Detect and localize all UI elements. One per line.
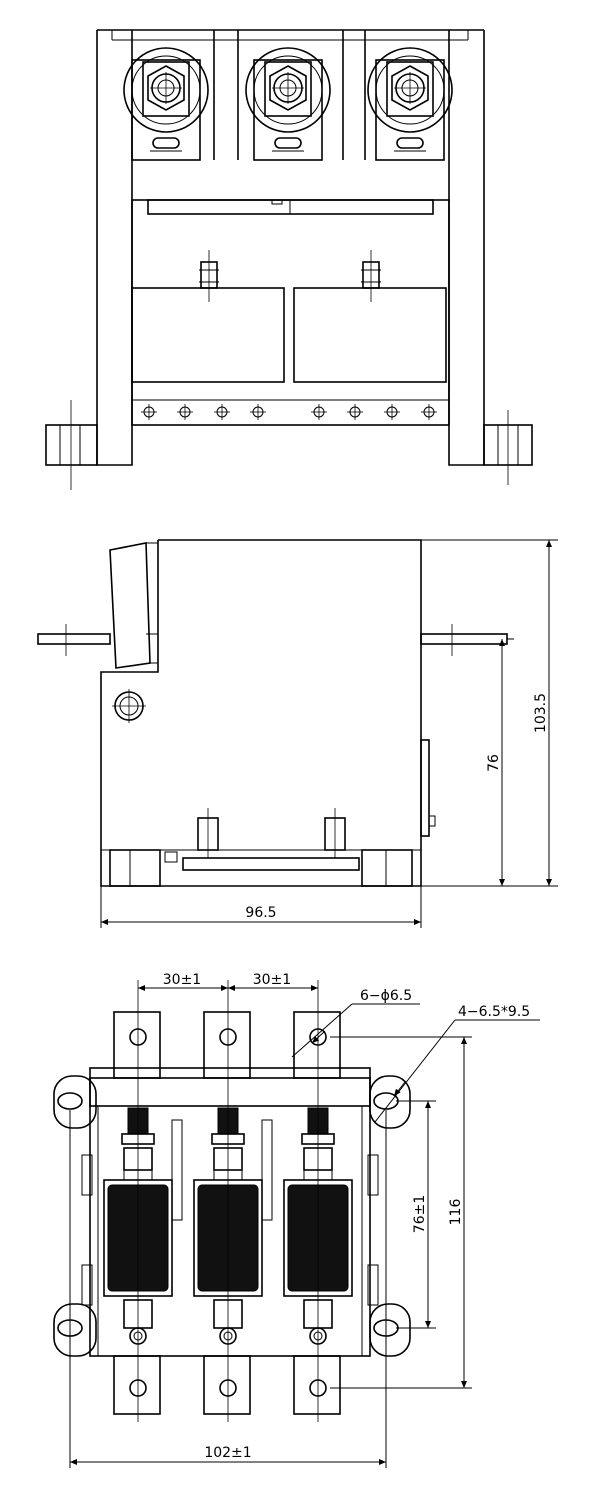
pole-3 (283, 980, 353, 1422)
pitch-dimension-label-2: 30±1 (253, 972, 291, 988)
screw-row (141, 404, 437, 420)
top-view (45, 29, 533, 490)
width-dimension-label: 102±1 (204, 1445, 251, 1461)
mount-height-dimension-label: 76 (486, 754, 502, 772)
coil-right (293, 250, 447, 383)
height-dimension-label: 103.5 (533, 693, 549, 733)
total-height-dimension-label: 116 (448, 1199, 464, 1226)
terminal-1 (123, 47, 209, 161)
pole-2 (193, 980, 273, 1422)
coil-left (131, 250, 285, 383)
bottom-view: 30±1 30±1 6−ϕ6.5 4−6.5*9.5 116 76±1 102±… (53, 972, 540, 1468)
hole-callout-label: 6−ϕ6.5 (360, 988, 412, 1004)
slot-callout-label: 4−6.5*9.5 (458, 1004, 530, 1020)
length-dimension-label: 96.5 (245, 905, 276, 921)
terminal-2 (245, 47, 331, 161)
pole-1 (103, 980, 183, 1422)
terminal-3 (367, 47, 453, 161)
pitch-dimension-label-1: 30±1 (163, 972, 201, 988)
mount-spacing-dimension-label: 76±1 (412, 1195, 428, 1233)
side-view: 103.5 76 96.5 (37, 539, 558, 928)
